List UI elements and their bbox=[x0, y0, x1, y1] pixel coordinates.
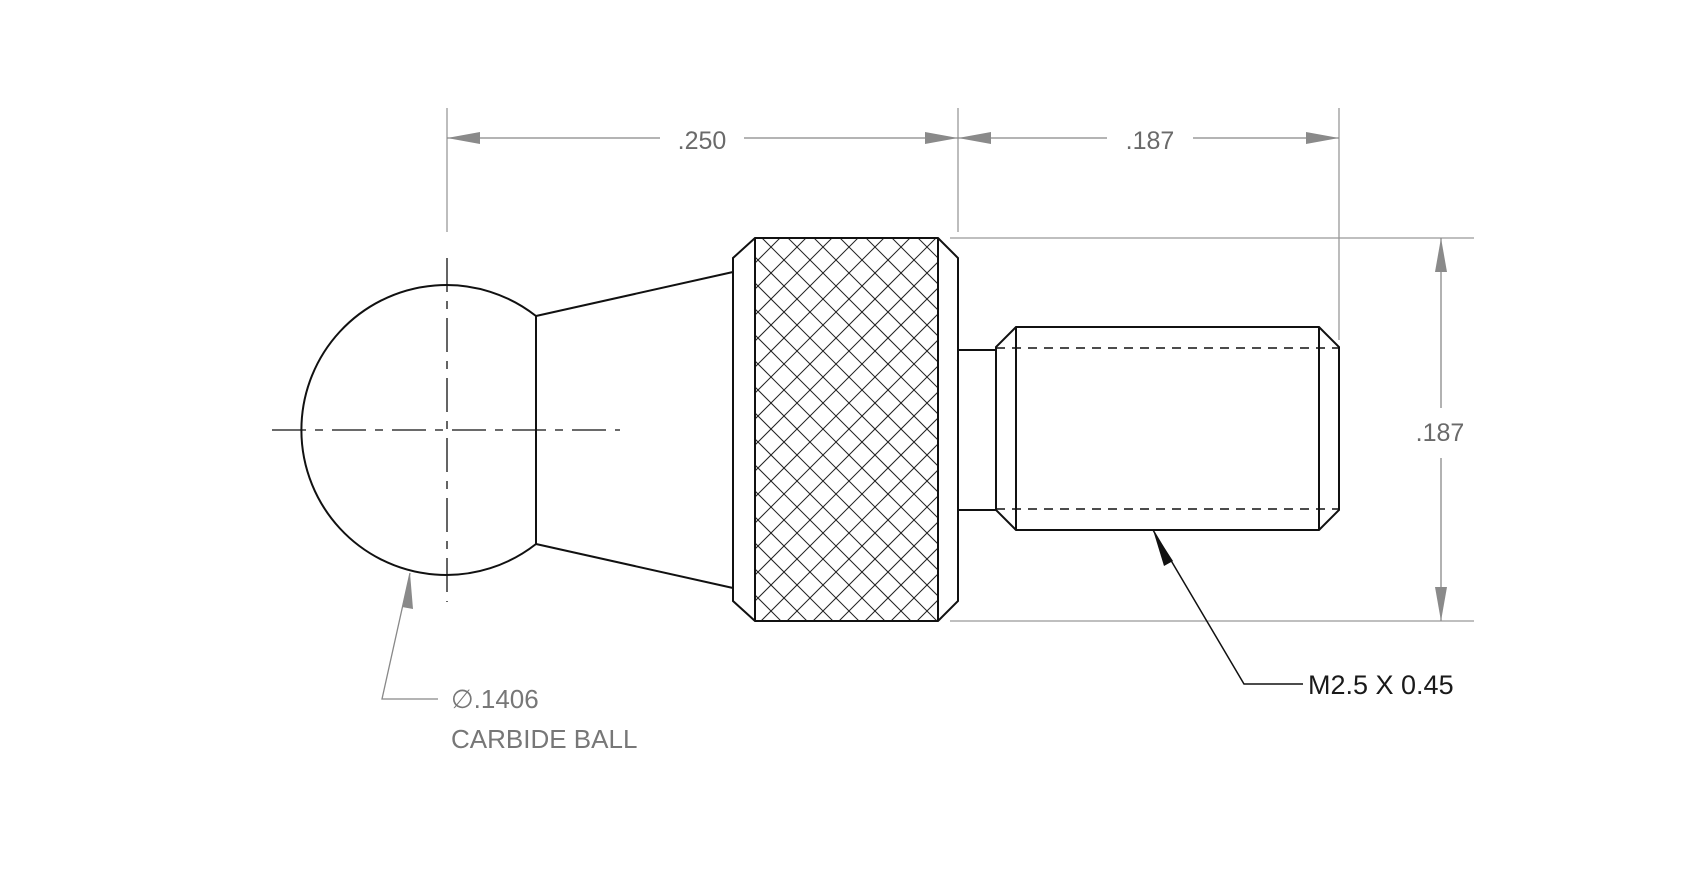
knurl-crosshatch bbox=[755, 238, 938, 621]
dimension-label-thread-length: .187 bbox=[1126, 127, 1175, 155]
carbide-ball-outline bbox=[300, 284, 537, 576]
thread-spec-note: M2.5 X 0.45 bbox=[1308, 670, 1454, 700]
ball-diameter-note: ∅.1406 bbox=[451, 684, 539, 714]
dimension-thread-length: .187 bbox=[958, 127, 1339, 155]
dimension-ball-to-shoulder: .250 bbox=[447, 127, 958, 155]
thread-callout-leader bbox=[1152, 529, 1303, 685]
dimension-knurl-diameter: .187 bbox=[1416, 238, 1465, 621]
threaded-shank bbox=[995, 326, 1340, 531]
ball-material-note: CARBIDE BALL bbox=[451, 724, 637, 754]
extension-lines bbox=[446, 108, 1474, 622]
knurled-collar bbox=[732, 237, 959, 622]
dimension-label-knurl-diameter: .187 bbox=[1416, 419, 1465, 447]
dimension-label-250: .250 bbox=[678, 127, 727, 155]
threaded-shank-outline bbox=[995, 326, 1340, 531]
center-lines bbox=[272, 258, 620, 602]
relief-neck bbox=[958, 349, 997, 511]
ball-callout-leader bbox=[381, 572, 438, 700]
tapered-body bbox=[535, 271, 734, 589]
